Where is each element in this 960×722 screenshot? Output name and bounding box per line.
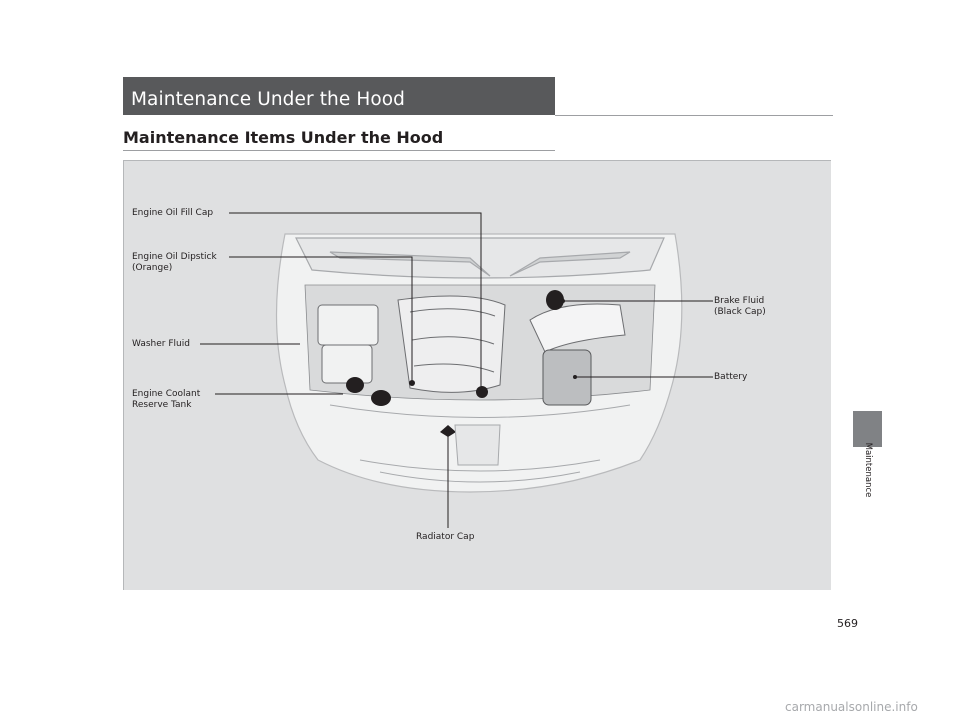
- callout-engine-coolant-line1: Engine Coolant: [132, 389, 201, 399]
- callout-washer-fluid: Washer Fluid: [132, 339, 190, 349]
- callout-engine-oil-dipstick-line1: Engine Oil Dipstick: [132, 252, 217, 262]
- callout-engine-oil-dipstick-line2: (Orange): [132, 263, 173, 273]
- callout-brake-fluid-line2: (Black Cap): [714, 307, 766, 317]
- fluid-caps: [346, 290, 564, 437]
- coolant-tank: [317, 304, 379, 384]
- subsection-rule: [123, 150, 555, 151]
- subsection-title: Maintenance Items Under the Hood: [123, 128, 444, 147]
- banner-rule: [555, 115, 833, 116]
- callout-brake-fluid-line1: Brake Fluid: [714, 296, 765, 306]
- raised-hood: [295, 237, 665, 279]
- callout-engine-oil-fill-cap: Engine Oil Fill Cap: [132, 208, 214, 218]
- front-grille: [359, 459, 601, 483]
- radiator-support: [329, 404, 631, 466]
- side-tab[interactable]: [853, 411, 882, 447]
- engine-cover: [397, 295, 506, 393]
- callout-battery: Battery: [714, 372, 748, 382]
- figure-top-rule: [123, 160, 831, 161]
- page-number: 569: [837, 617, 858, 630]
- callout-engine-coolant-line2: Reserve Tank: [132, 400, 192, 410]
- side-tab-label: Maintenance: [863, 442, 873, 498]
- section-banner: [123, 77, 555, 115]
- watermark: carmanualsonline.info: [785, 700, 918, 714]
- section-title: Maintenance Under the Hood: [131, 89, 406, 110]
- callout-radiator-cap: Radiator Cap: [416, 532, 475, 542]
- leader-lines: [200, 212, 713, 528]
- figure-left-rule: [123, 160, 124, 590]
- leader-dots: [410, 299, 577, 434]
